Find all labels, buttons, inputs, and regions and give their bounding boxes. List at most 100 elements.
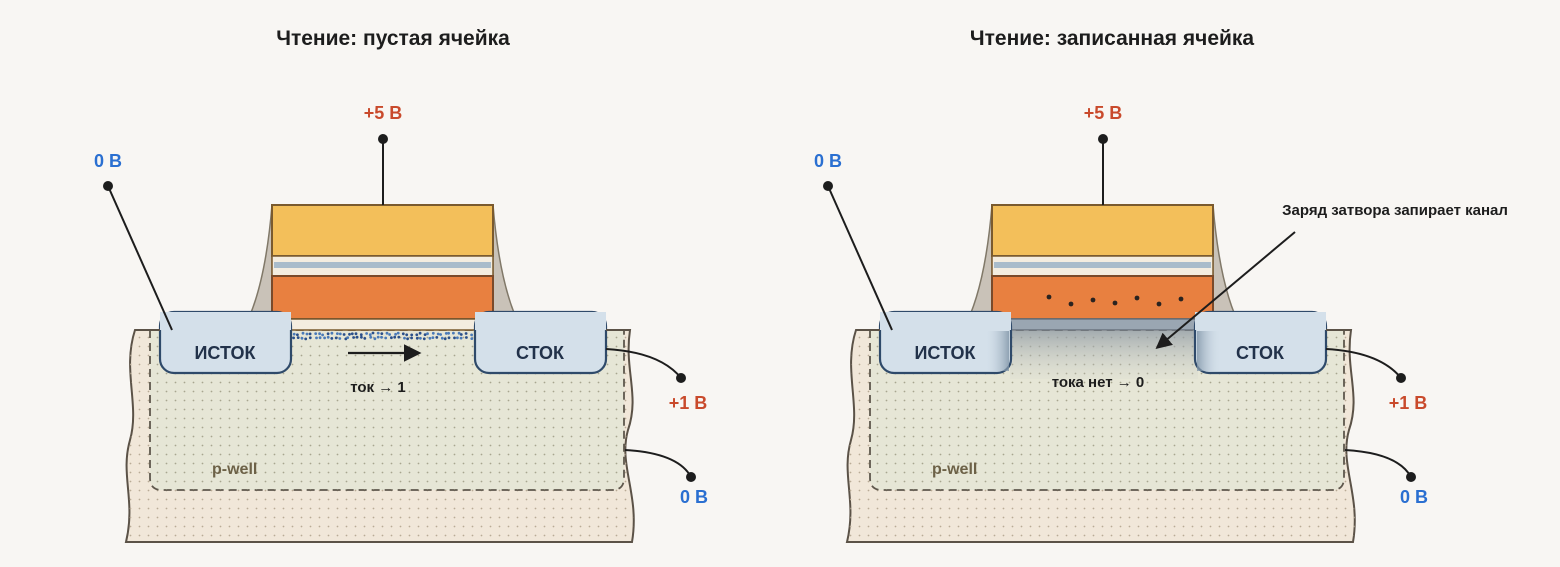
channel-electron bbox=[326, 332, 330, 336]
channel-electron bbox=[300, 336, 304, 340]
current-label: тока нет → 0 bbox=[1052, 374, 1145, 391]
channel-electron bbox=[397, 335, 401, 339]
channel-electron bbox=[443, 337, 447, 341]
channel-electron bbox=[418, 331, 422, 335]
channel-electron bbox=[373, 337, 377, 341]
panel-empty-cell: Чтение: пустая ячейка p-well ИСТОК СТОК … bbox=[94, 27, 708, 543]
channel-electron bbox=[363, 337, 367, 340]
channel-electron bbox=[355, 335, 359, 339]
body-voltage: 0 В bbox=[1400, 487, 1428, 507]
channel-electron bbox=[380, 335, 383, 339]
channel-electron bbox=[431, 336, 435, 339]
body-terminal bbox=[1406, 472, 1416, 482]
channel-electron bbox=[457, 331, 461, 335]
channel-electron bbox=[428, 336, 432, 340]
channel-electron bbox=[321, 333, 324, 337]
channel-electron bbox=[385, 331, 389, 335]
inversion-channel-electrons bbox=[292, 331, 474, 341]
channel-electron bbox=[352, 336, 355, 339]
channel-electron bbox=[447, 331, 450, 335]
channel-electron bbox=[422, 337, 426, 341]
channel-electron bbox=[360, 335, 363, 339]
channel-electron bbox=[314, 332, 318, 335]
channel-electron bbox=[431, 331, 435, 335]
channel-electron bbox=[359, 333, 363, 337]
stored-electron bbox=[1178, 296, 1184, 302]
channel-electron bbox=[318, 336, 322, 340]
channel-electron bbox=[435, 336, 439, 339]
channel-electron bbox=[350, 332, 354, 336]
channel-electron bbox=[453, 336, 456, 340]
body-terminal bbox=[686, 472, 696, 482]
channel-electron bbox=[304, 337, 308, 341]
channel-electron bbox=[459, 333, 463, 336]
channel-electron bbox=[406, 337, 409, 341]
channel-electron bbox=[348, 332, 351, 336]
drain-terminal bbox=[676, 373, 686, 383]
panel-title: Чтение: пустая ячейка bbox=[276, 27, 510, 50]
channel-electron bbox=[292, 336, 295, 340]
channel-electron bbox=[336, 332, 339, 335]
channel-electron bbox=[415, 333, 419, 337]
panel-title: Чтение: записанная ячейка bbox=[970, 27, 1255, 50]
channel-electron bbox=[423, 333, 427, 336]
channel-electron bbox=[403, 336, 406, 340]
channel-electron bbox=[323, 336, 326, 340]
stored-electron bbox=[1068, 301, 1074, 307]
channel-electron bbox=[384, 336, 388, 340]
channel-electron bbox=[415, 336, 419, 340]
gate-terminal bbox=[378, 134, 388, 144]
gate-voltage: +5 В bbox=[1084, 103, 1123, 123]
body-voltage: 0 В bbox=[680, 487, 708, 507]
channel-electron bbox=[393, 335, 397, 339]
stored-electrons bbox=[1046, 294, 1184, 307]
p-well-label: p-well bbox=[212, 461, 257, 478]
source-voltage: 0 В bbox=[94, 151, 122, 171]
channel-electron bbox=[376, 331, 380, 335]
channel-electron bbox=[405, 333, 409, 337]
gate-voltage: +5 В bbox=[364, 103, 403, 123]
channel-electron bbox=[464, 332, 468, 335]
stored-electron bbox=[1134, 295, 1140, 301]
floating-gate bbox=[991, 275, 1214, 320]
callout-arrow bbox=[1155, 231, 1296, 350]
channel-electron bbox=[380, 332, 384, 335]
current-label: ток → 1 bbox=[350, 379, 406, 396]
channel-electron bbox=[330, 331, 334, 335]
channel-electron bbox=[326, 335, 330, 339]
channel-electron bbox=[365, 332, 368, 335]
drain-label: СТОК bbox=[1236, 343, 1285, 363]
channel-electron bbox=[296, 336, 300, 339]
channel-electron bbox=[368, 333, 372, 337]
source-label: ИСТОК bbox=[914, 343, 976, 363]
channel-electron bbox=[334, 336, 338, 340]
channel-electron bbox=[346, 336, 350, 339]
channel-electron bbox=[338, 337, 342, 340]
channel-electron bbox=[456, 336, 459, 340]
callout-text: Заряд затвора запирает канал bbox=[1282, 202, 1508, 219]
channel-electron bbox=[440, 336, 444, 340]
channel-electron bbox=[410, 333, 414, 337]
channel-electron bbox=[390, 336, 393, 340]
channel-electron bbox=[369, 335, 373, 339]
drain-label: СТОК bbox=[516, 343, 565, 363]
channel-electron bbox=[447, 336, 451, 340]
channel-electron bbox=[419, 336, 422, 340]
channel-electron bbox=[301, 331, 305, 335]
source-terminal bbox=[103, 181, 113, 191]
channel-electron bbox=[292, 332, 296, 336]
channel-electron bbox=[394, 332, 397, 336]
panel-written-cell: Чтение: записанная ячейка p-well ИСТОК С… bbox=[814, 27, 1508, 543]
p-well-label: p-well bbox=[932, 461, 977, 478]
channel-electron bbox=[296, 333, 299, 337]
channel-electron bbox=[452, 331, 455, 335]
channel-electron bbox=[444, 332, 448, 335]
drain-voltage: +1 В bbox=[669, 393, 708, 413]
channel-electron bbox=[436, 332, 440, 336]
stored-electron bbox=[1090, 297, 1096, 303]
channel-electron bbox=[470, 333, 473, 337]
channel-electron bbox=[308, 336, 312, 340]
channel-electron bbox=[305, 332, 309, 336]
channel-electron bbox=[371, 331, 375, 335]
